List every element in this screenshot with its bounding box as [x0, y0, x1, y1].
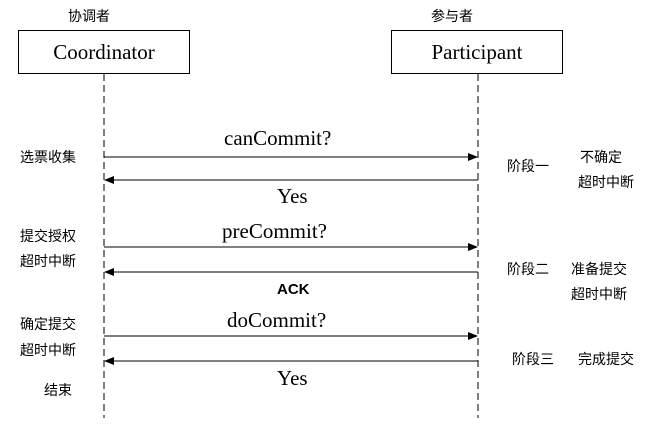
- note-vote-collect: 选票收集: [20, 150, 76, 166]
- message-label-ack: ACK: [277, 281, 310, 298]
- message-label-yes-2: Yes: [277, 366, 308, 390]
- note-commit-auth-1: 提交授权: [20, 229, 76, 245]
- message-label-cancommit: canCommit?: [224, 126, 332, 150]
- note-confirm-commit-2: 超时中断: [20, 343, 76, 359]
- participant-name: Participant: [431, 39, 523, 64]
- coordinator-box: Coordinator: [18, 30, 190, 74]
- message-label-yes-1: Yes: [277, 184, 308, 208]
- note-commit-auth-2: 超时中断: [20, 254, 76, 270]
- phase2-note-2: 超时中断: [571, 287, 627, 303]
- phase1-label: 阶段一: [507, 159, 549, 175]
- phase3-note-1: 完成提交: [578, 352, 634, 368]
- phase2-label: 阶段二: [507, 262, 549, 278]
- phase1-note-1: 不确定: [580, 150, 622, 166]
- phase1-note-2: 超时中断: [578, 175, 634, 191]
- phase2-note-1: 准备提交: [571, 262, 627, 278]
- coordinator-name: Coordinator: [53, 39, 155, 64]
- note-end: 结束: [44, 383, 72, 399]
- note-confirm-commit-1: 确定提交: [20, 317, 76, 333]
- message-label-docommit: doCommit?: [227, 308, 327, 332]
- message-label-precommit: preCommit?: [222, 219, 327, 243]
- participant-role-label: 参与者: [431, 9, 473, 25]
- participant-box: Participant: [391, 30, 563, 74]
- phase3-label: 阶段三: [512, 352, 554, 368]
- coordinator-role-label: 协调者: [68, 9, 110, 25]
